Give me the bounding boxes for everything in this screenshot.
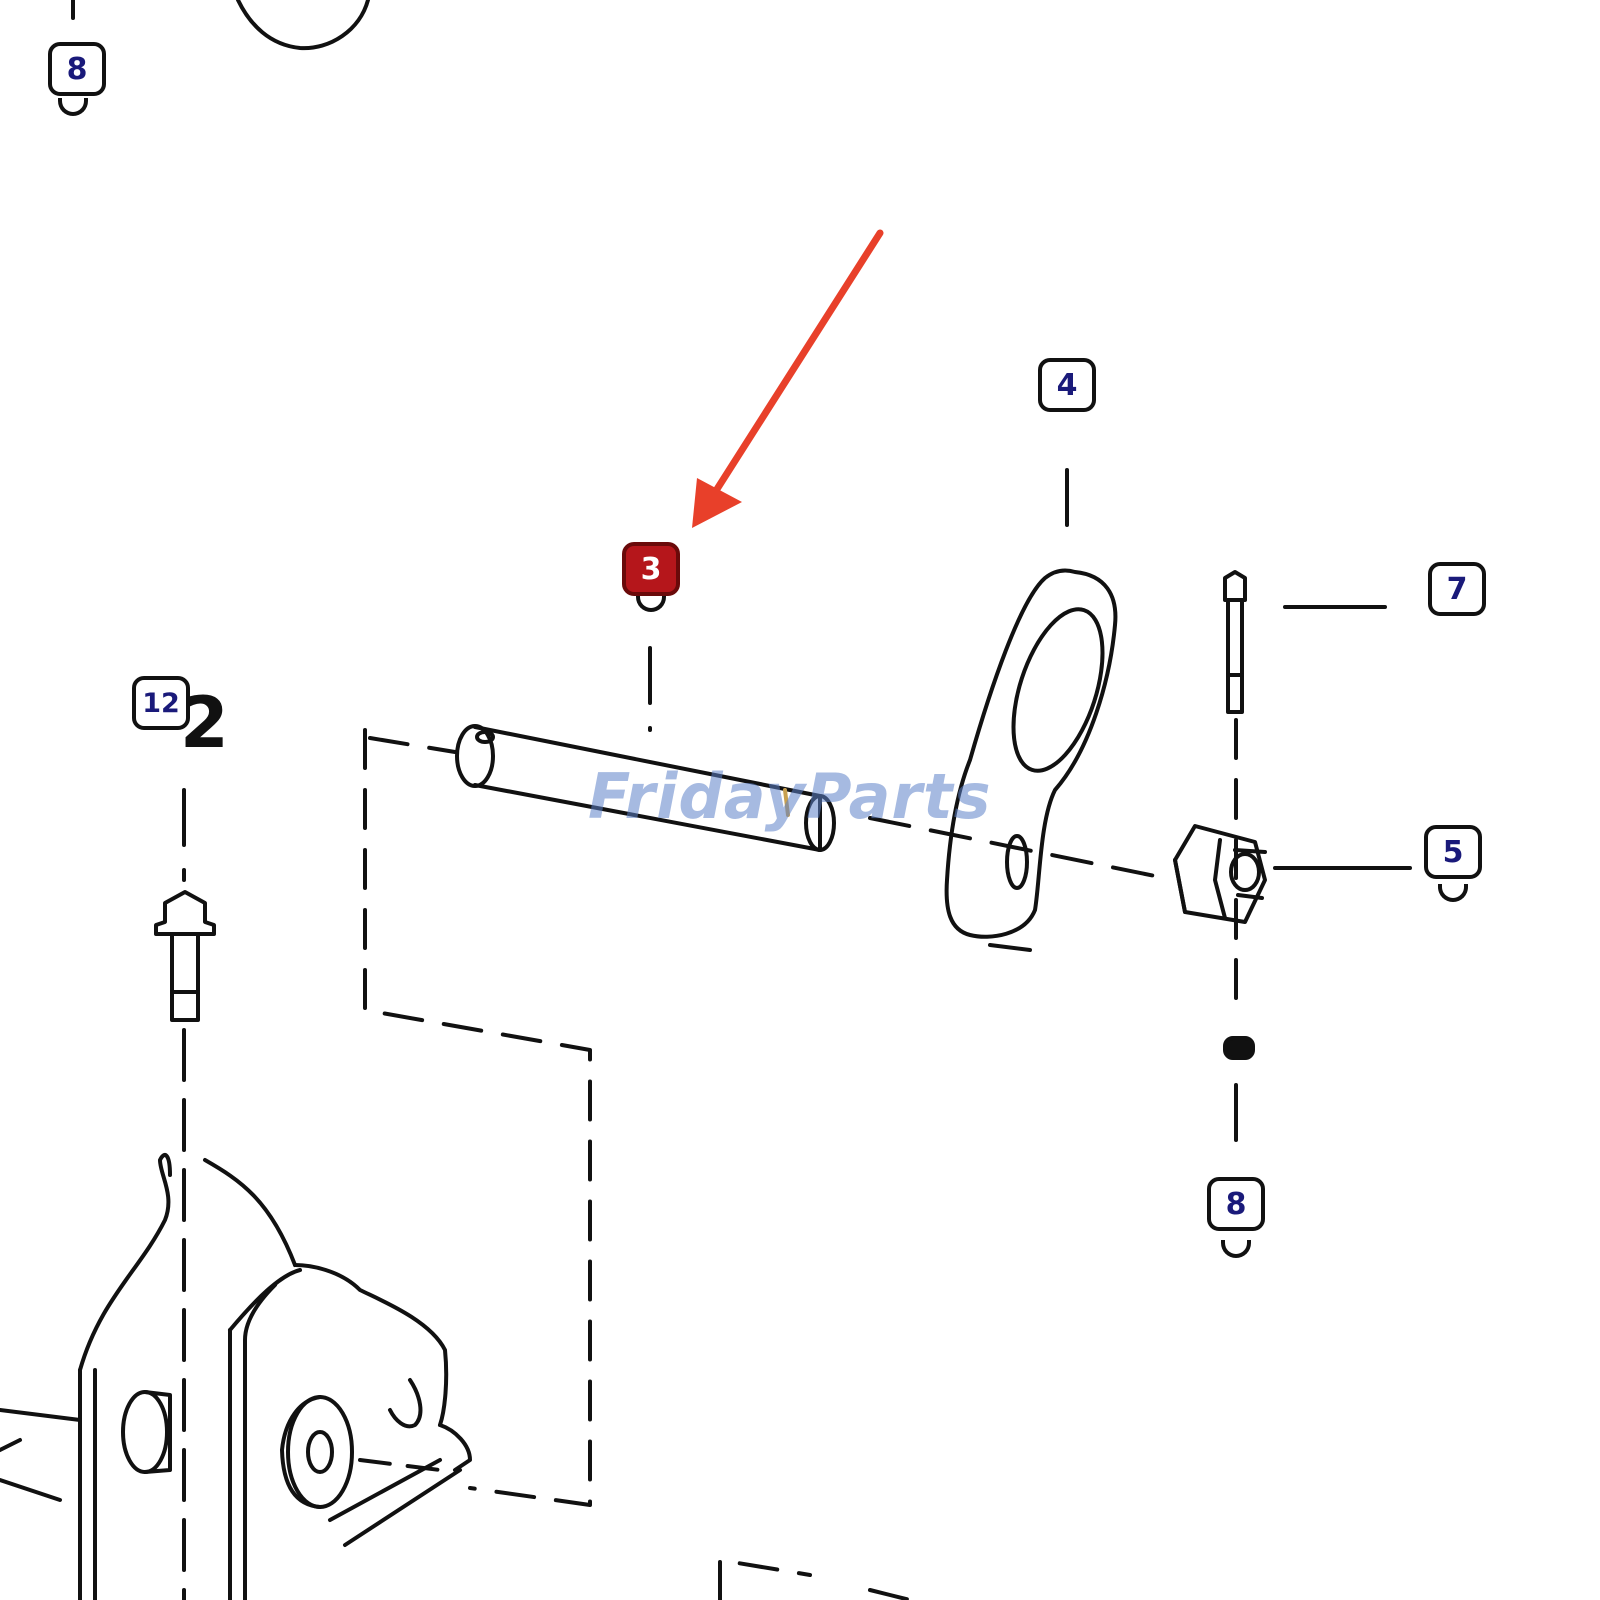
callout-8-bottom[interactable]: 8: [1207, 1177, 1265, 1231]
callout-hook-8-top: [58, 98, 88, 116]
callout-hook-5: [1438, 884, 1468, 902]
callout-8-top[interactable]: 8: [48, 42, 106, 96]
bracket-assembly: [0, 1153, 472, 1600]
bolt-part-12: [154, 890, 216, 1022]
bottom-dashed-outline: [718, 1558, 812, 1600]
cotter-washer: [1223, 1036, 1255, 1060]
callout-hook-3: [636, 594, 666, 612]
lever-plate-part-4: [944, 568, 1118, 952]
dashed-axis-pin-left: [368, 736, 457, 754]
callout-3-highlighted[interactable]: 3: [622, 542, 680, 596]
callout-4[interactable]: 4: [1038, 358, 1096, 412]
red-arrow: [692, 229, 884, 528]
callout-5[interactable]: 5: [1424, 825, 1482, 879]
callout-12[interactable]: 12: [132, 676, 190, 730]
bottom-dashed-outline-2: [868, 1588, 912, 1600]
dashed-axis-pin-right: [868, 816, 1167, 880]
mounting-dashed-outline: [363, 728, 592, 1507]
bolt-part-7: [1223, 570, 1247, 714]
watermark-part2: Parts: [806, 760, 992, 833]
watermark-part1: Friday: [588, 760, 807, 833]
callout-hook-8-bottom: [1221, 1240, 1251, 1258]
top-partial-part: [236, 0, 370, 51]
castle-nut-part-5: [1173, 824, 1267, 924]
watermark-logo: FridayParts: [588, 760, 992, 833]
callout-7[interactable]: 7: [1428, 562, 1486, 616]
pin-part-3: [455, 724, 836, 852]
